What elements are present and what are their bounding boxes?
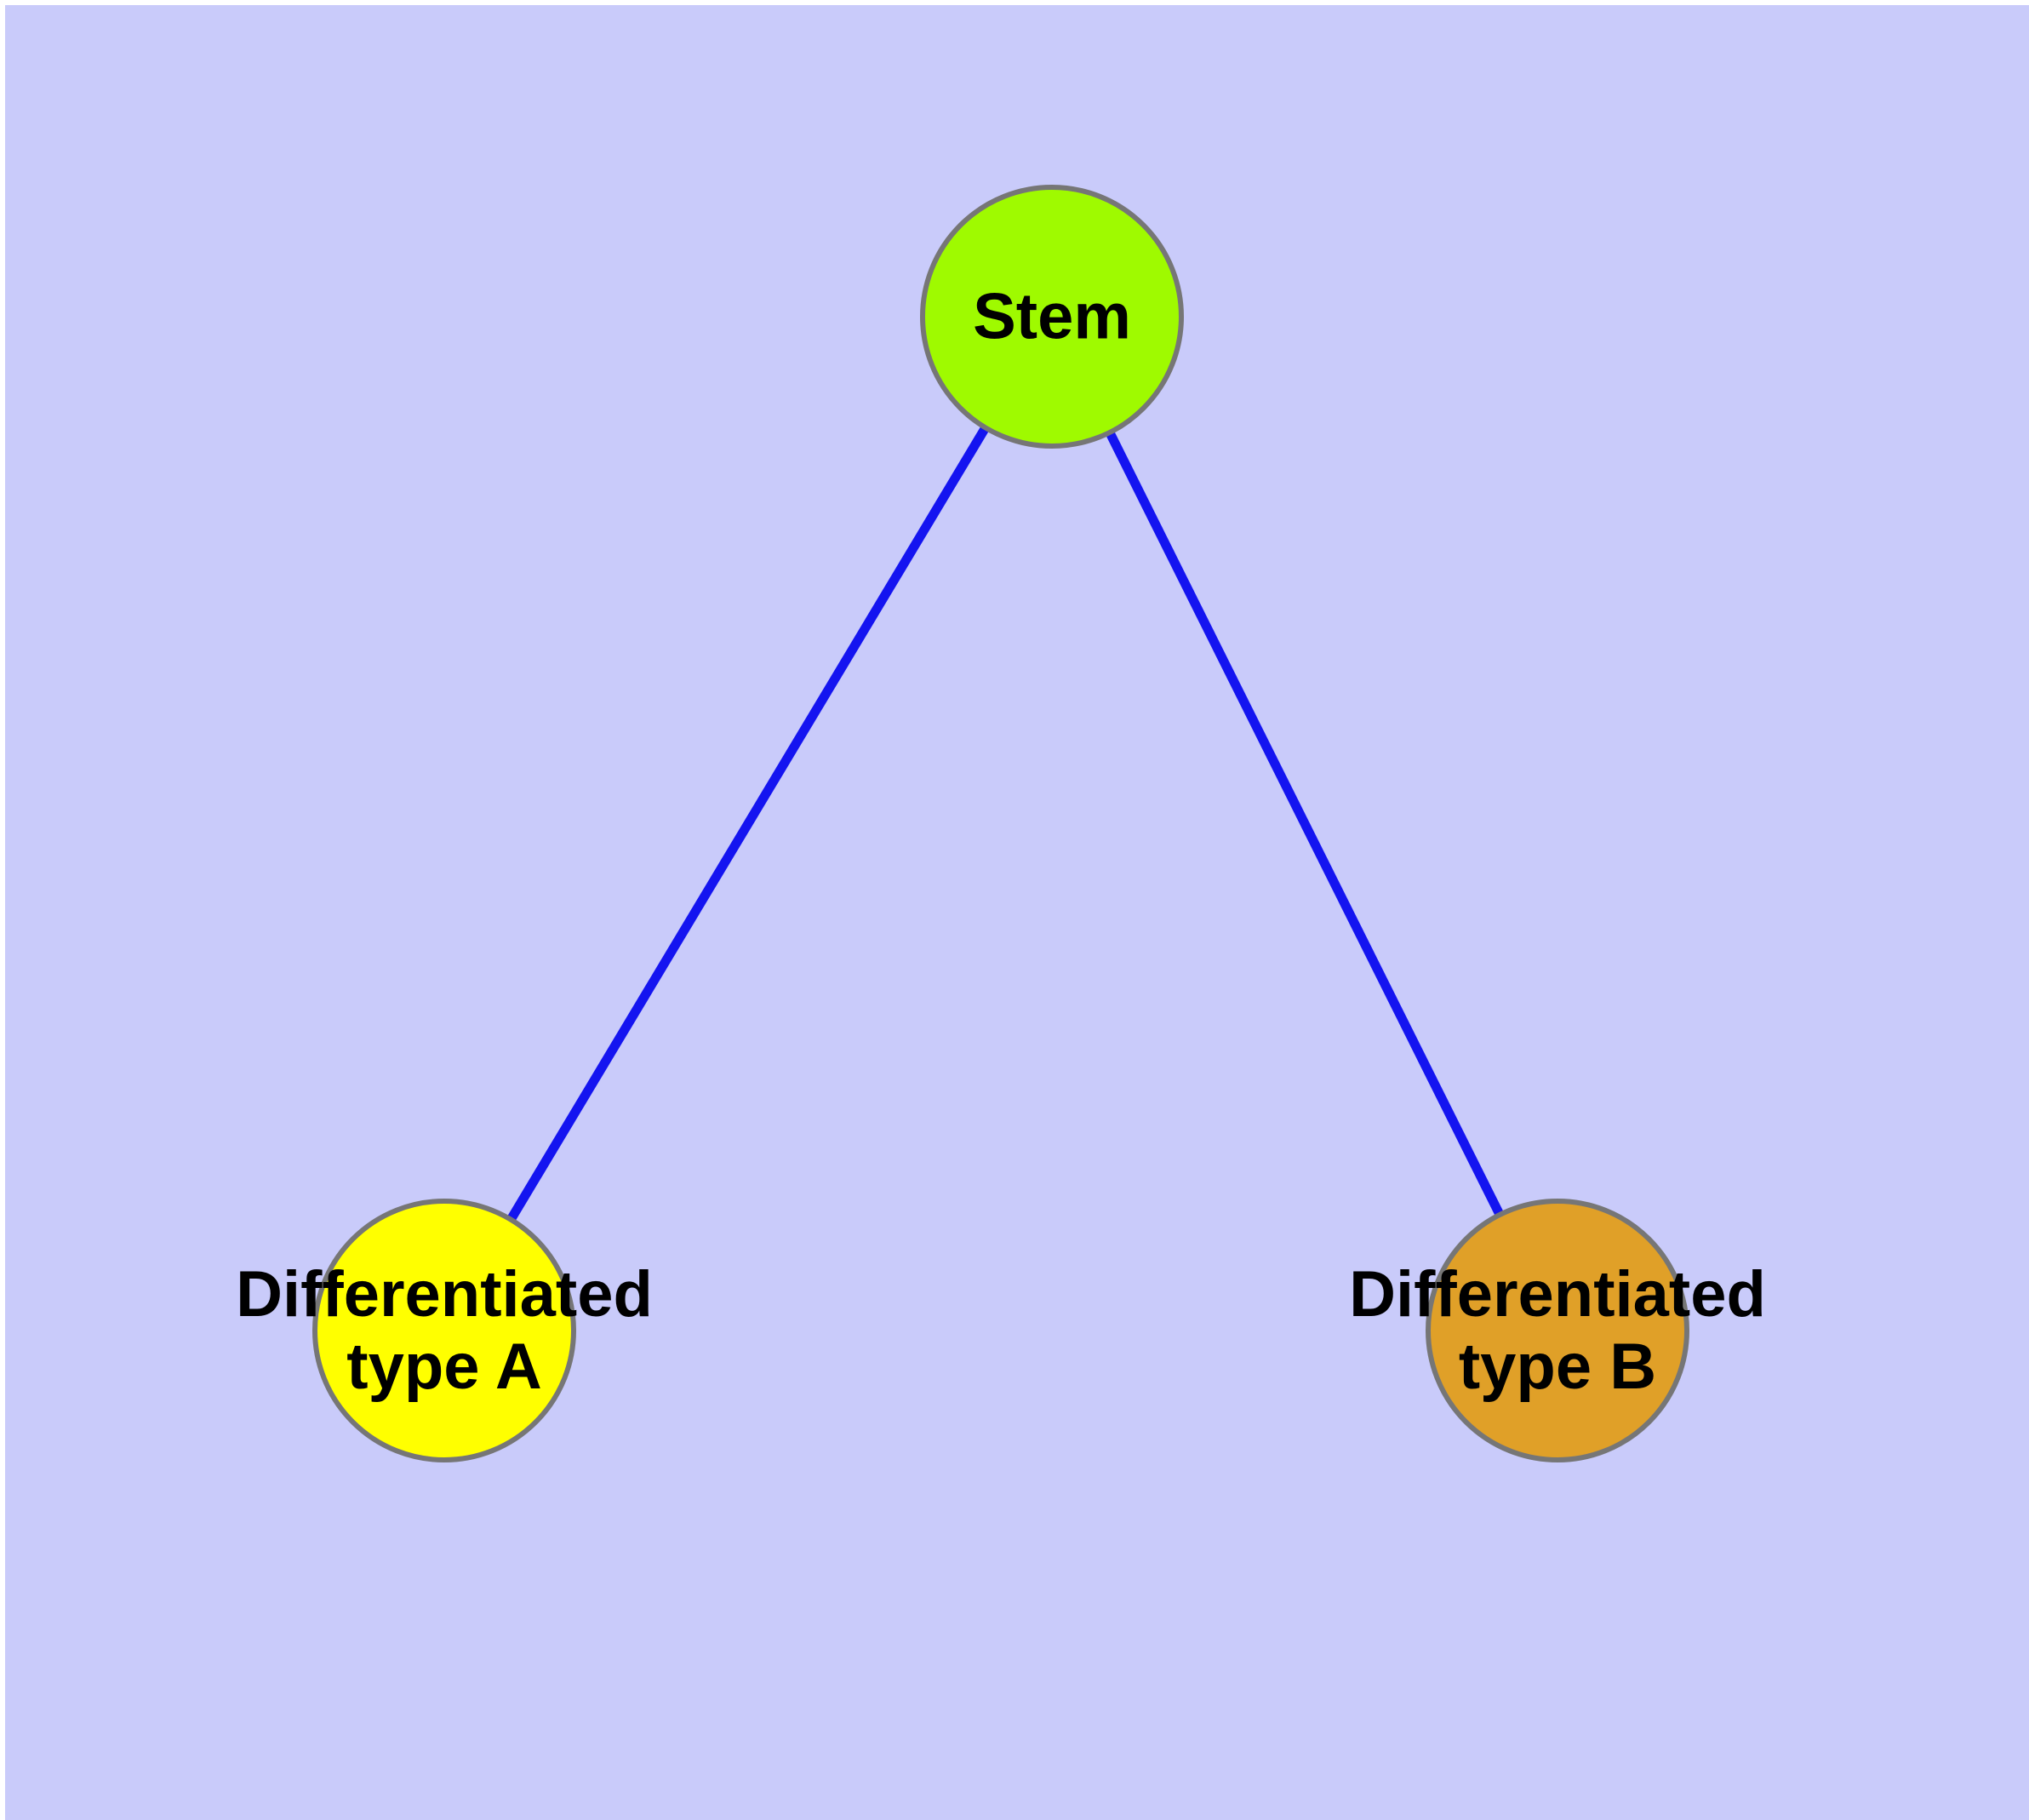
graph-node-diff_a[interactable] <box>312 1199 576 1462</box>
graph-node-diff_b[interactable] <box>1426 1199 1689 1462</box>
graph-edge-stem-diff_b <box>1103 426 1506 1222</box>
node-layer <box>312 185 1689 1462</box>
graph-edge-stem-diff_a <box>504 421 992 1227</box>
graph-node-stem[interactable] <box>920 185 1184 449</box>
edge-layer <box>504 421 1506 1227</box>
